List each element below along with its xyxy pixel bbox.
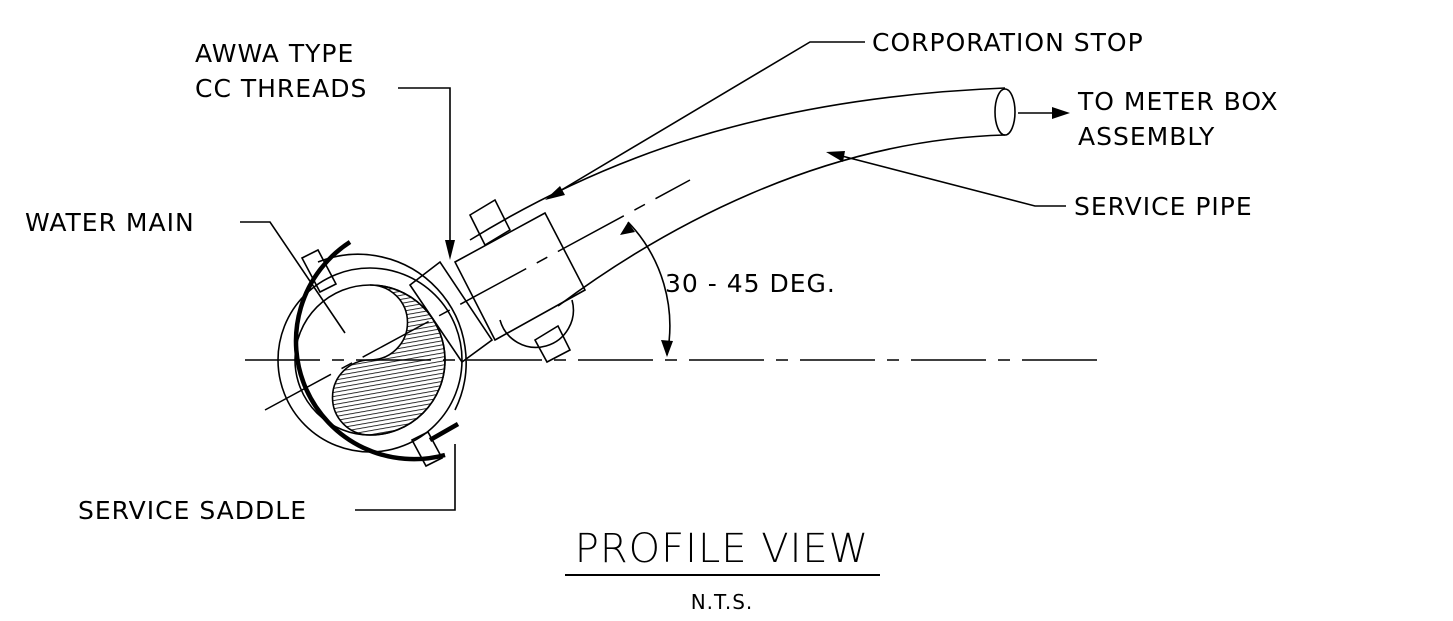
corporation-stop: [408, 198, 587, 364]
service-saddle-label: SERVICE SADDLE: [78, 496, 307, 525]
cc-threads-label: CC THREADS: [195, 74, 367, 103]
scale-note: N.T.S.: [691, 590, 754, 614]
service-pipe: [469, 87, 1016, 307]
angle-arrowhead-bottom: [661, 340, 673, 357]
page-title: PROFILE VIEW: [575, 526, 869, 572]
angle-arrowhead-top: [620, 222, 635, 235]
angle-dimension-arc: [627, 221, 671, 356]
leader-lines: [240, 41, 1070, 511]
assembly-label: ASSEMBLY: [1078, 122, 1215, 151]
to-meter-box-label: TO METER BOX: [1077, 87, 1279, 116]
awwa-type-label: AWWA TYPE: [195, 39, 354, 68]
corporation-stop-label: CORPORATION STOP: [872, 28, 1144, 57]
service-centerline: [264, 179, 691, 411]
service-saddle: [277, 240, 467, 468]
service-pipe-label: SERVICE PIPE: [1074, 192, 1253, 221]
water-main-label: WATER MAIN: [25, 208, 195, 237]
water-main-pipe: [294, 284, 446, 436]
angle-label: 30 - 45 DEG.: [665, 269, 836, 298]
